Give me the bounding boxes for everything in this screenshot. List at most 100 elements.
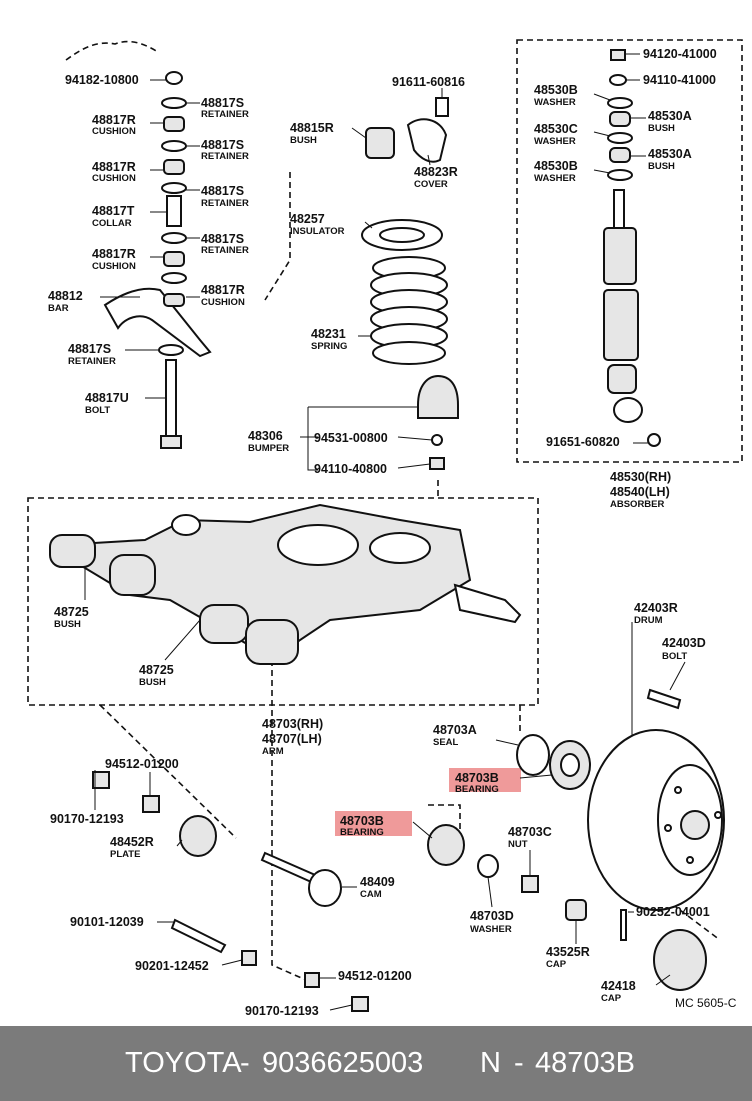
part-name: RETAINER <box>68 356 116 367</box>
parts-diagram: 94182-10800 48817S RETAINER 48817R CUSHI… <box>27 39 743 1018</box>
part-number: 94120-41000 <box>643 47 717 61</box>
reference-code: 48703B <box>535 1047 635 1079</box>
bush-cover <box>365 97 449 163</box>
part-number: 48452R <box>110 835 154 849</box>
part-name: CAP <box>601 993 622 1004</box>
part-name: CUSHION <box>92 261 136 272</box>
axle-beam <box>49 503 522 665</box>
part-number: 48231 <box>311 327 346 341</box>
leader-lines <box>84 53 686 1011</box>
part-number: 48530A <box>648 147 692 161</box>
part-number: 48306 <box>248 429 283 443</box>
part-name: SPRING <box>311 341 347 352</box>
part-name: BUMPER <box>248 443 289 454</box>
part-number: 43525R <box>546 945 590 959</box>
part-number: 94512-01200 <box>105 757 179 771</box>
part-name-highlighted: BEARING <box>455 784 499 795</box>
part-number: 48707(LH) <box>262 732 322 746</box>
dashed-outlines <box>27 39 743 981</box>
part-number: 90170-12193 <box>50 812 124 826</box>
part-number-highlighted: 48703B <box>340 814 384 828</box>
separator: - <box>514 1047 524 1079</box>
n-label: N <box>480 1047 501 1079</box>
part-number: 48530C <box>534 122 578 136</box>
part-name: CAM <box>360 889 382 900</box>
part-name: CAP <box>546 959 567 970</box>
part-name: RETAINER <box>201 151 249 162</box>
part-name: CUSHION <box>201 297 245 308</box>
part-number: 90170-12193 <box>245 1004 319 1018</box>
part-name: WASHER <box>534 173 576 184</box>
part-name: PLATE <box>110 849 140 860</box>
part-number: 48530A <box>648 109 692 123</box>
separator: - <box>240 1047 250 1079</box>
part-number: 94182-10800 <box>65 73 139 87</box>
part-number: 48817R <box>92 247 136 261</box>
part-name: BUSH <box>290 135 317 146</box>
part-name: ARM <box>262 746 284 757</box>
part-name: RETAINER <box>201 198 249 209</box>
part-number: 94531-00800 <box>314 431 388 445</box>
part-number: 48815R <box>290 121 334 135</box>
part-number: 48703A <box>433 723 477 737</box>
part-name: DRUM <box>634 615 663 626</box>
part-name: INSULATOR <box>290 226 345 237</box>
lower-hardware <box>92 771 369 1012</box>
part-name: RETAINER <box>201 245 249 256</box>
part-number: 48817S <box>68 342 111 356</box>
part-number: 94110-40800 <box>314 462 387 476</box>
part-number: 48703D <box>470 909 514 923</box>
part-number: 42403D <box>662 636 706 650</box>
part-number: 48817S <box>201 184 244 198</box>
part-name: SEAL <box>433 737 459 748</box>
part-number: 90101-12039 <box>70 915 144 929</box>
part-name: BUSH <box>139 677 166 688</box>
part-labels: 94182-10800 48817S RETAINER 48817R CUSHI… <box>48 47 737 1018</box>
brand-name: TOYOTA <box>125 1047 242 1079</box>
part-name: CUSHION <box>92 126 136 137</box>
part-number: 48817R <box>92 160 136 174</box>
part-number: 48817R <box>92 113 136 127</box>
highlight-bearing-upper <box>449 768 521 792</box>
part-number: 90201-12452 <box>135 959 209 973</box>
hub-drum <box>427 688 725 991</box>
part-number: 48817U <box>85 391 129 405</box>
part-name: BUSH <box>54 619 81 630</box>
part-number: 48257 <box>290 212 325 226</box>
coil-spring <box>361 219 459 470</box>
part-number: 48817S <box>201 232 244 246</box>
part-number: 48817R <box>201 283 245 297</box>
part-name: WASHER <box>534 97 576 108</box>
part-number: 48812 <box>48 289 83 303</box>
part-number: 48530B <box>534 159 578 173</box>
part-number: 90252-04001 <box>636 905 710 919</box>
part-number: 48530B <box>534 83 578 97</box>
footer-bar: TOYOTA - 9036625003 N - 48703B <box>0 1026 752 1101</box>
part-name: ABSORBER <box>610 499 665 510</box>
part-number-highlighted: 48703B <box>455 771 499 785</box>
part-number: 48725 <box>54 605 89 619</box>
part-number: 48703(RH) <box>262 717 323 731</box>
part-name: COVER <box>414 179 448 190</box>
part-number: 48817S <box>201 138 244 152</box>
part-number: 94512-01200 <box>338 969 412 983</box>
part-number: 48817S <box>201 96 244 110</box>
part-name: BUSH <box>648 161 675 172</box>
shock-absorber <box>603 49 661 447</box>
part-number: 48409 <box>360 875 395 889</box>
part-number: 48823R <box>414 165 458 179</box>
part-name-highlighted: BEARING <box>340 827 384 838</box>
part-number: 48530(RH) <box>610 470 671 484</box>
part-name: BAR <box>48 303 69 314</box>
part-name: BOLT <box>662 651 687 662</box>
part-number: 91611-60816 <box>392 75 465 89</box>
part-number: 48540(LH) <box>610 485 670 499</box>
stabilizer-parts <box>103 71 212 449</box>
part-name: CUSHION <box>92 173 136 184</box>
part-name: COLLAR <box>92 218 132 229</box>
part-name: WASHER <box>534 136 576 147</box>
part-number: 42418 <box>601 979 636 993</box>
part-name: NUT <box>508 839 528 850</box>
part-number: 48703C <box>508 825 552 839</box>
part-number: 42403R <box>634 601 678 615</box>
